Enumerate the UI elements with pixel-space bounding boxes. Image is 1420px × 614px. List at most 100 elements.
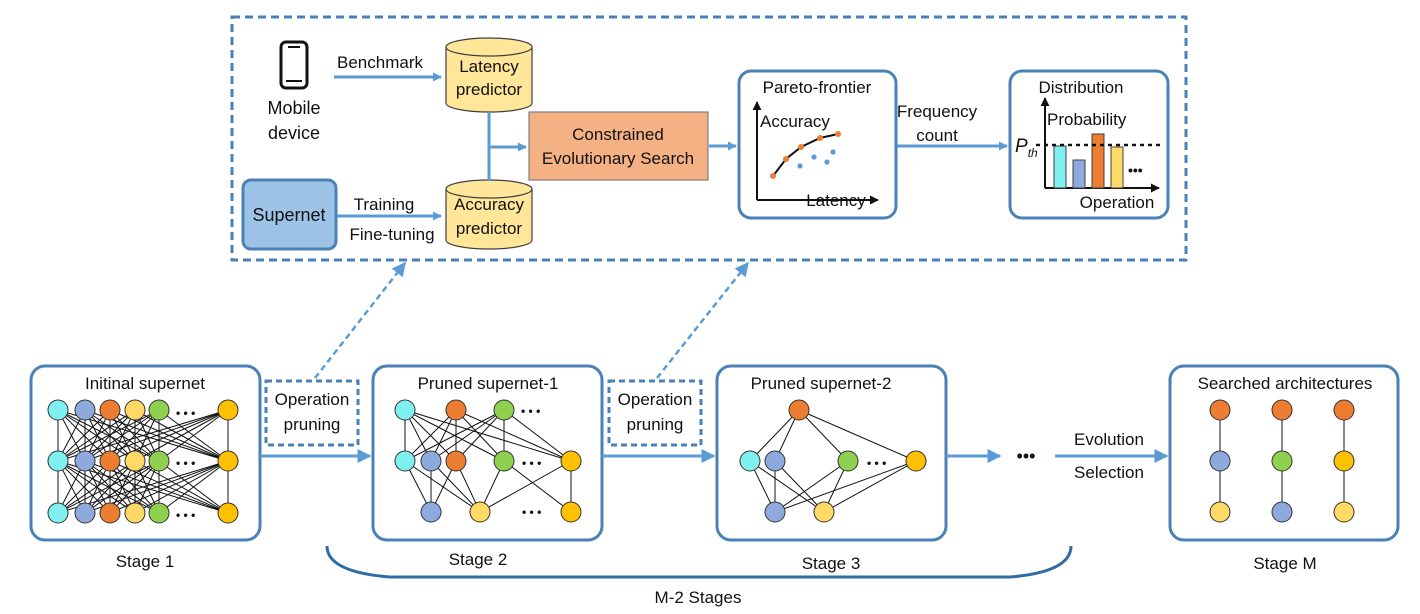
frequency-label-line2: count [916, 126, 958, 145]
network-edge [57, 409, 160, 462]
network-node [1333, 501, 1355, 523]
network-edge [57, 409, 111, 462]
network-node [445, 450, 467, 472]
network-node [124, 399, 146, 421]
stage3-row-ellipsis: • • • [867, 456, 886, 470]
network-node [1271, 399, 1293, 421]
stage1-row1-ellipsis: • • • [176, 406, 195, 420]
network-node [837, 450, 859, 472]
pareto-box [737, 69, 898, 220]
op-pruning-2-line1: Operation [618, 390, 693, 409]
latency-predictor-line2: predictor [456, 80, 522, 99]
network-node [148, 502, 170, 524]
network-node [99, 450, 121, 472]
training-label: Training [354, 195, 415, 214]
stages-ellipsis: ••• [1017, 446, 1036, 466]
network-edge [57, 460, 136, 514]
network-edge [774, 460, 849, 513]
stage3-nodes [739, 399, 927, 523]
network-node [148, 450, 170, 472]
stage2-nodes [394, 399, 582, 523]
pruning1-to-panel-link [314, 261, 406, 379]
stage1-title: Initinal supernet [85, 374, 205, 393]
network-node [74, 502, 96, 524]
dominated-point [811, 154, 817, 160]
network-edge [404, 460, 481, 513]
search-label-line2: Evolutionary Search [542, 149, 694, 168]
stageM-nodes [1209, 399, 1355, 523]
network-edge [749, 409, 800, 462]
network-edge [430, 409, 505, 462]
network-node [217, 399, 239, 421]
network-edge [798, 409, 917, 462]
network-edge [503, 409, 572, 462]
latency-predictor-line1: Latency [459, 57, 519, 76]
network-edge [774, 460, 917, 513]
stageM-label: Stage M [1253, 554, 1316, 573]
stage2-label: Stage 2 [449, 550, 508, 569]
op-pruning-1-box [264, 379, 360, 447]
op-pruning-2-box [607, 379, 703, 447]
network-node [74, 450, 96, 472]
op-pruning-1-line2: pruning [284, 415, 341, 434]
stage1-row3-ellipsis: • • • [176, 508, 195, 522]
dominated-point [797, 163, 803, 169]
stage2-row1-ellipsis: • • • [521, 404, 540, 418]
network-edge [430, 460, 481, 513]
stage1-row2-ellipsis: • • • [176, 456, 195, 470]
network-edge [749, 460, 825, 513]
m-2-stages-brace [325, 545, 1073, 579]
network-edge [109, 409, 160, 462]
frontier-point [798, 144, 804, 150]
frontier-point [783, 156, 789, 162]
network-edge [774, 460, 825, 513]
frontier-point [835, 131, 841, 137]
brace-label: M-2 Stages [655, 588, 742, 607]
bar-blue [1072, 159, 1086, 189]
constrained-search-box [528, 111, 709, 181]
network-node [1333, 399, 1355, 421]
network-node [813, 501, 835, 523]
mobile-label-line2: device [268, 123, 320, 143]
op-pruning-1-line1: Operation [275, 390, 350, 409]
network-node [1271, 501, 1293, 523]
network-edge [479, 460, 572, 513]
dominated-point [824, 159, 830, 165]
pareto-title: Pareto-frontier [763, 78, 872, 97]
network-node [493, 450, 515, 472]
predictor-connector [487, 112, 527, 181]
stage3-label: Stage 3 [802, 554, 861, 573]
supernet-label: Supernet [252, 205, 325, 225]
network-node [124, 502, 146, 524]
network-edge [404, 409, 505, 462]
network-node [788, 399, 810, 421]
network-node [420, 450, 442, 472]
dominated-point [830, 149, 836, 155]
network-node [217, 502, 239, 524]
network-edge [84, 409, 160, 462]
stage2-row2-ellipsis: • • • [522, 456, 541, 470]
network-node [739, 450, 761, 472]
benchmark-label: Benchmark [337, 53, 423, 72]
network-edge [503, 460, 572, 513]
network-node [560, 501, 582, 523]
distribution-x-label: Operation [1080, 193, 1155, 212]
pareto-y-label: Accuracy [760, 112, 830, 131]
network-edge [57, 409, 136, 462]
stage1-nodes [47, 399, 239, 524]
network-node [47, 450, 69, 472]
threshold-label: Pth [1015, 136, 1038, 160]
distribution-box [1008, 69, 1170, 220]
network-edge [109, 460, 160, 514]
network-node [124, 450, 146, 472]
stage2-title: Pruned supernet-1 [418, 374, 559, 393]
network-node [394, 450, 416, 472]
network-edge [404, 409, 572, 462]
network-edge [84, 460, 160, 514]
distribution-y-label: Probability [1047, 110, 1127, 129]
stage1-label: Stage 1 [116, 552, 175, 571]
supernet-box [241, 178, 338, 251]
network-edge [57, 460, 160, 514]
accuracy-predictor-line1: Accuracy [454, 195, 524, 214]
